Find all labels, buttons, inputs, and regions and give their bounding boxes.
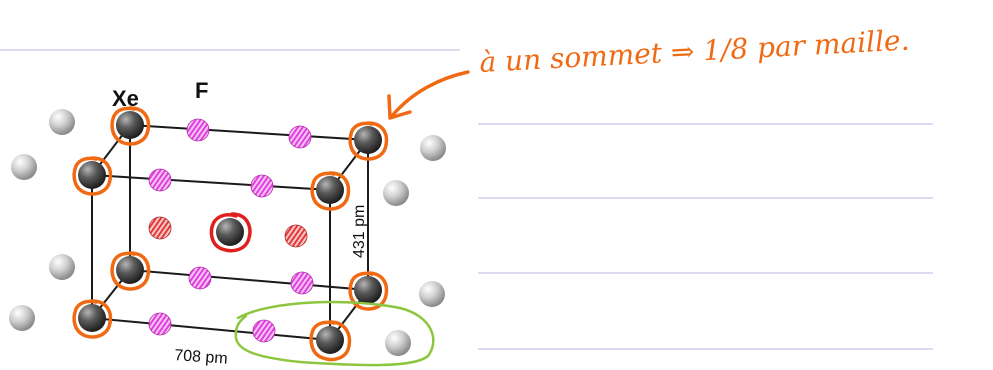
corner-highlight bbox=[110, 106, 151, 146]
f-atom bbox=[290, 271, 314, 295]
f-atom-center-right bbox=[284, 224, 308, 248]
xe-atom-corner bbox=[316, 176, 344, 204]
xe-atom-center bbox=[216, 218, 244, 246]
fluorine-atoms-center bbox=[148, 216, 308, 248]
xe-atom-corner bbox=[354, 276, 382, 304]
corner-highlight bbox=[72, 299, 113, 339]
f-atom bbox=[288, 125, 312, 149]
pair-highlight bbox=[234, 300, 435, 367]
dimension-height-label: 431 pm bbox=[351, 205, 368, 258]
corner-highlights bbox=[72, 106, 389, 362]
center-highlight bbox=[209, 212, 252, 253]
corner-highlight bbox=[309, 320, 352, 362]
f-atom bbox=[188, 266, 212, 290]
handwritten-annotation: à un sommet ⇒ 1/8 par maille. bbox=[479, 24, 911, 79]
outer-atom bbox=[11, 154, 37, 180]
xe-atom-corner bbox=[78, 304, 106, 332]
xe-atom-corner bbox=[116, 111, 144, 139]
outer-atom bbox=[419, 281, 445, 307]
annotation-arrow bbox=[387, 70, 470, 120]
fluorine-atoms bbox=[148, 118, 314, 343]
xenon-atoms bbox=[78, 111, 382, 354]
outer-atom bbox=[49, 109, 75, 135]
corner-highlight bbox=[348, 121, 389, 161]
label-f: F bbox=[195, 78, 208, 103]
outer-atom bbox=[420, 135, 446, 161]
f-atom bbox=[252, 319, 276, 343]
outer-atom bbox=[49, 254, 75, 280]
xe-atom-corner bbox=[116, 256, 144, 284]
f-atom-center-left bbox=[148, 216, 172, 240]
label-xe: Xe bbox=[112, 86, 139, 111]
outer-atoms bbox=[9, 109, 446, 356]
dimension-width-label: 708 pm bbox=[174, 347, 228, 368]
outer-atom bbox=[383, 180, 409, 206]
corner-highlight bbox=[72, 156, 113, 196]
corner-highlight bbox=[110, 251, 151, 291]
ruled-lines bbox=[0, 49, 933, 350]
xe-atom-corner bbox=[316, 326, 344, 354]
f-atom bbox=[250, 174, 274, 198]
corner-highlight bbox=[310, 171, 351, 211]
outer-atom bbox=[385, 330, 411, 356]
f-atom bbox=[148, 312, 172, 336]
xe-atom-corner bbox=[78, 161, 106, 189]
outer-atom bbox=[9, 305, 35, 331]
f-atom bbox=[186, 118, 210, 142]
corner-highlight bbox=[348, 271, 389, 311]
f-atom bbox=[148, 168, 172, 192]
xe-atom-corner bbox=[354, 126, 382, 154]
